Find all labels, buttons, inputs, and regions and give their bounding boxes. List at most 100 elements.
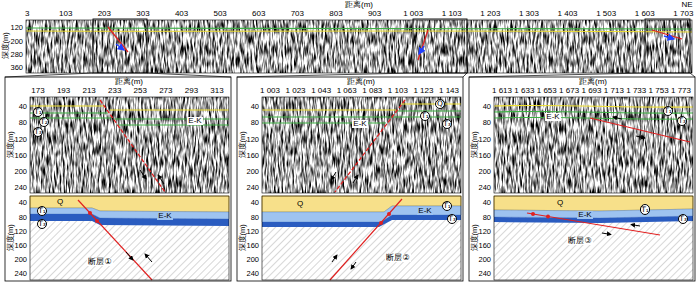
horizon-marker: T₃ bbox=[677, 116, 688, 127]
zoom-line bbox=[5, 73, 695, 77]
panel-frame bbox=[237, 77, 463, 281]
tick-label: 1 603 bbox=[634, 10, 656, 18]
fault-arrow bbox=[351, 262, 356, 269]
fault-arrow bbox=[636, 136, 645, 138]
depth-label: 40 bbox=[482, 103, 492, 111]
tick-label: 303 bbox=[135, 10, 150, 18]
zoom-box bbox=[645, 19, 690, 73]
fault-arrow bbox=[140, 170, 146, 179]
fault-arrow bbox=[613, 117, 622, 119]
depth-label: 160 bbox=[477, 152, 492, 160]
tick-label: 1 143 bbox=[438, 87, 460, 95]
tick-label: 293 bbox=[184, 87, 199, 95]
axis-title: 距离(m) bbox=[344, 1, 374, 9]
tick-label: 273 bbox=[158, 87, 173, 95]
axis-title: 深度(m) bbox=[7, 223, 15, 252]
depth-label: 120 bbox=[477, 228, 492, 236]
fault-arrow bbox=[631, 225, 640, 227]
marker-text: T₂ bbox=[40, 118, 48, 126]
seismic-section bbox=[30, 97, 229, 193]
fault-label: 断层③ bbox=[567, 237, 592, 245]
tick-label: 103 bbox=[58, 10, 73, 18]
layer-label: Q bbox=[56, 198, 64, 206]
tick-label: 1 653 bbox=[536, 87, 558, 95]
depth-label: 160 bbox=[245, 152, 260, 160]
tick-label: 503 bbox=[212, 10, 227, 18]
section-frame bbox=[30, 196, 229, 280]
horizon-marker: T₃ bbox=[37, 219, 48, 230]
tick-label: 203 bbox=[97, 10, 112, 18]
direction-label: NE bbox=[680, 1, 693, 9]
horizon-marker: T₁ bbox=[442, 201, 453, 212]
fault-arrow bbox=[353, 175, 358, 183]
fault-label: 断层① bbox=[87, 258, 112, 266]
tick-label: 1 633 bbox=[513, 87, 535, 95]
tick-label: 1 693 bbox=[580, 87, 602, 95]
tick-label: 1 063 bbox=[336, 87, 358, 95]
horizon-line bbox=[26, 28, 692, 29]
seismic-section bbox=[26, 20, 692, 73]
seismic-ground bbox=[26, 20, 692, 73]
horizon-marker: T₃ bbox=[442, 119, 453, 130]
fault-point bbox=[531, 212, 535, 216]
axis-title: 深度(m) bbox=[239, 130, 247, 159]
layer-label: Q bbox=[296, 200, 304, 208]
layer-label: E-K bbox=[545, 113, 560, 121]
t-layer bbox=[494, 216, 693, 223]
marker-text: T₃ bbox=[679, 215, 687, 223]
tick-label: 603 bbox=[251, 10, 266, 18]
fault-line bbox=[100, 100, 165, 192]
tick-label: 1 753 bbox=[648, 87, 670, 95]
depth-label: 200 bbox=[13, 256, 28, 264]
horizon-marker: T₁ bbox=[420, 111, 431, 122]
fault-arrow bbox=[602, 233, 611, 235]
layer-label: E-K bbox=[157, 212, 172, 220]
depth-label: 240 bbox=[245, 270, 260, 278]
seismic-ground bbox=[262, 97, 461, 193]
q-layer bbox=[494, 196, 693, 211]
depth-label: 120 bbox=[13, 228, 28, 236]
depth-label: 200 bbox=[9, 38, 24, 46]
fault-point bbox=[546, 215, 550, 219]
fault-line bbox=[78, 200, 152, 280]
depth-label: 80 bbox=[250, 119, 260, 127]
depth-label: 240 bbox=[13, 184, 28, 192]
depth-label: 40 bbox=[250, 199, 260, 207]
panel-frame bbox=[5, 77, 231, 281]
marker-text: T₁ bbox=[443, 202, 451, 210]
horizon-marker: T₁ bbox=[663, 106, 674, 117]
tick-label: 1 673 bbox=[558, 87, 580, 95]
axis-title: 距离(m) bbox=[346, 78, 376, 86]
axis-title: 距离(m) bbox=[114, 78, 144, 86]
marker-text: T₃ bbox=[38, 220, 46, 228]
axis-title: 深度(m) bbox=[471, 223, 479, 252]
fault-point bbox=[379, 221, 383, 225]
depth-label: 160 bbox=[477, 242, 492, 250]
tick-label: 1 613 bbox=[491, 87, 513, 95]
panel-frame bbox=[469, 77, 695, 281]
t-layer bbox=[262, 215, 461, 227]
section-frame bbox=[26, 20, 692, 73]
sketch-ground bbox=[30, 196, 229, 280]
tick-label: 703 bbox=[290, 10, 305, 18]
tick-label: 1 103 bbox=[387, 87, 409, 95]
tick-label: 233 bbox=[107, 87, 122, 95]
tick-label: 1 023 bbox=[285, 87, 307, 95]
layer-label: Q bbox=[556, 199, 564, 207]
horizon-marker: T₁ bbox=[33, 107, 44, 118]
depth-label: 80 bbox=[18, 214, 28, 222]
depth-label: 80 bbox=[482, 214, 492, 222]
horizon-marker: T₂ bbox=[39, 117, 50, 128]
depth-label: 200 bbox=[477, 256, 492, 264]
depth-label: 240 bbox=[13, 270, 28, 278]
tick-label: 1 203 bbox=[479, 10, 501, 18]
sketch-ground bbox=[494, 196, 693, 280]
section-frame bbox=[494, 196, 693, 280]
tick-label: 903 bbox=[367, 10, 382, 18]
tick-label: 253 bbox=[133, 87, 148, 95]
horizon-line bbox=[262, 104, 461, 110]
tick-label: 1 403 bbox=[557, 10, 579, 18]
t-layer bbox=[30, 214, 229, 226]
